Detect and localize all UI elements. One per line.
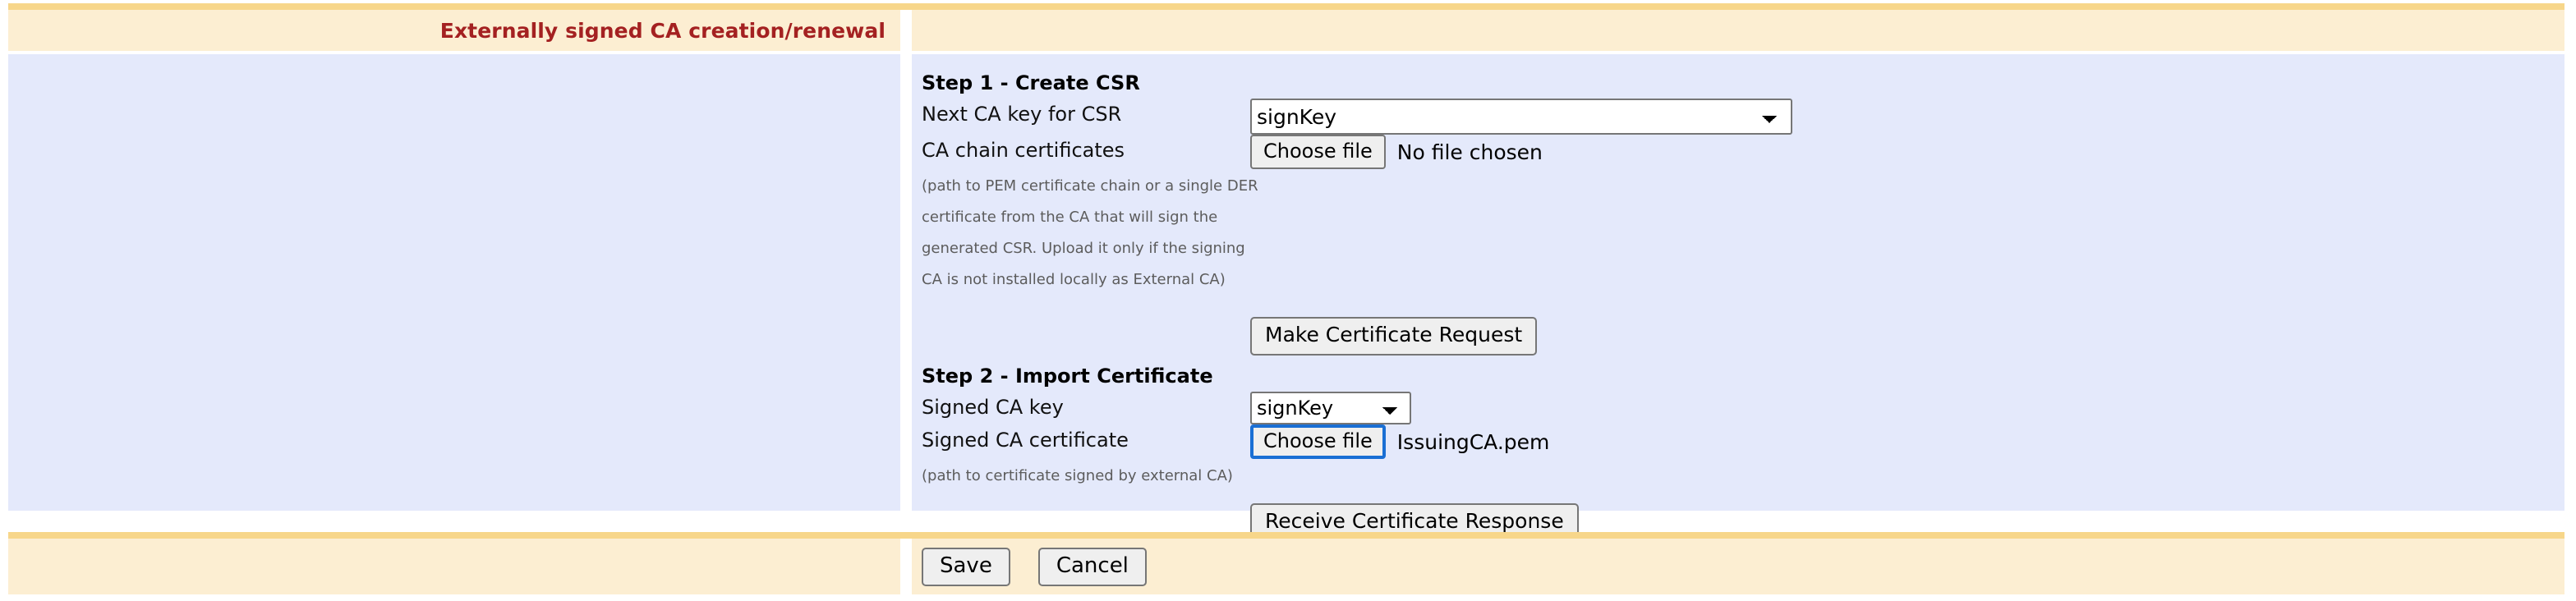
header-band: Externally signed CA creation/renewal xyxy=(8,3,2564,51)
make-certificate-request-button[interactable]: Make Certificate Request xyxy=(1250,317,1538,356)
footer-right-cell: Save Cancel xyxy=(912,539,2564,594)
footer-left-cell xyxy=(8,539,900,594)
row-next-ca-key: Next CA key for CSR signKey xyxy=(922,99,2564,135)
step1-heading: Step 1 - Create CSR xyxy=(922,71,1140,94)
signed-ca-key-select[interactable]: signKey xyxy=(1250,392,1411,424)
header-right-cell xyxy=(912,10,2564,51)
row-ca-chain-certificates: CA chain certificates Choose file No fil… xyxy=(922,135,2564,169)
page-title: Externally signed CA creation/renewal xyxy=(439,18,886,43)
signed-ca-key-control: signKey xyxy=(1250,392,2564,424)
step2-heading: Step 2 - Import Certificate xyxy=(922,365,1213,388)
save-button[interactable]: Save xyxy=(922,547,1010,586)
row-signed-ca-certificate: Signed CA certificate Choose file Issuin… xyxy=(922,424,2564,459)
ca-chain-hint-line-3: generated CSR. Upload it only if the sig… xyxy=(922,240,1245,257)
header-column-divider xyxy=(900,10,912,51)
panel-right-column: Step 1 - Create CSR Next CA key for CSR … xyxy=(912,54,2564,542)
ca-chain-hint-line-4: CA is not installed locally as External … xyxy=(922,271,1226,288)
next-ca-key-label: Next CA key for CSR xyxy=(922,103,1122,126)
spacer-before-make-request xyxy=(922,296,2564,317)
panel-left-column xyxy=(8,54,900,511)
signed-ca-cert-control: Choose file IssuingCA.pem xyxy=(1250,424,2564,459)
ca-chain-control: Choose file No file chosen xyxy=(1250,135,2564,169)
ca-chain-label: CA chain certificates xyxy=(922,139,1125,162)
header-left-cell: Externally signed CA creation/renewal xyxy=(8,10,900,51)
ca-chain-hint-line-1: (path to PEM certificate chain or a sing… xyxy=(922,177,1258,195)
make-request-control: Make Certificate Request xyxy=(1250,317,2564,356)
ca-chain-file-status: No file chosen xyxy=(1396,140,1543,164)
ca-chain-choose-file-button[interactable]: Choose file xyxy=(1250,135,1386,169)
ca-chain-hint: (path to PEM certificate chain or a sing… xyxy=(922,171,2564,296)
signed-ca-cert-hint: (path to certificate signed by external … xyxy=(922,467,1233,484)
footer-band: Save Cancel xyxy=(8,532,2564,594)
cancel-button[interactable]: Cancel xyxy=(1037,547,1147,586)
signed-ca-cert-file-row: Choose file IssuingCA.pem xyxy=(1250,424,1549,459)
spacer-before-receive-response xyxy=(922,492,2564,503)
next-ca-key-select[interactable]: signKey xyxy=(1250,99,1792,135)
signed-ca-cert-hint-block: (path to certificate signed by external … xyxy=(922,461,2564,492)
row-make-request: Make Certificate Request xyxy=(922,317,2564,356)
ca-chain-hint-line-2: certificate from the CA that will sign t… xyxy=(922,209,1218,226)
main-panel: Step 1 - Create CSR Next CA key for CSR … xyxy=(8,54,2564,542)
next-ca-key-control: signKey xyxy=(1250,99,2564,135)
row-signed-ca-key: Signed CA key signKey xyxy=(922,392,2564,424)
panel-column-divider xyxy=(900,54,912,511)
signed-ca-cert-label: Signed CA certificate xyxy=(922,429,1129,452)
signed-ca-cert-choose-file-button[interactable]: Choose file xyxy=(1250,424,1386,459)
signed-ca-key-label: Signed CA key xyxy=(922,396,1064,419)
ca-chain-file-row: Choose file No file chosen xyxy=(1250,135,1543,169)
signed-ca-cert-file-status: IssuingCA.pem xyxy=(1396,429,1550,454)
footer-column-divider xyxy=(900,539,912,594)
form-area: Step 1 - Create CSR Next CA key for CSR … xyxy=(912,54,2564,542)
